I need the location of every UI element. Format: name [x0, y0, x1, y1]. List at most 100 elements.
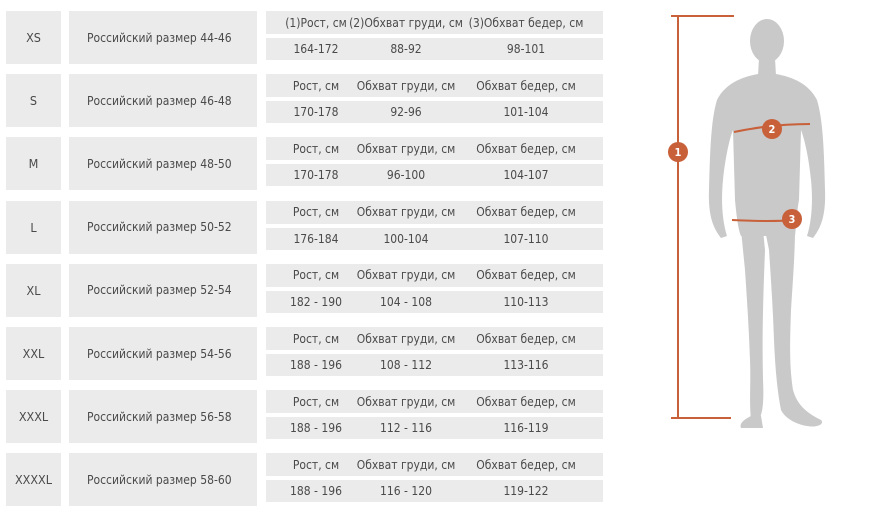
measure-value-strip: 164-172 88-92 98-101: [266, 38, 603, 60]
hip-header: Обхват бедер, см: [476, 268, 576, 283]
russian-size-cell: Российский размер 56-58: [69, 390, 257, 444]
chest-header: Обхват груди, см: [356, 331, 456, 346]
size-label: M: [6, 137, 61, 191]
hip-value: 119-122: [503, 484, 549, 499]
measure-value-strip: 188 - 196 108 - 112 113-116: [266, 354, 603, 376]
chest-value: 112 - 116: [380, 421, 432, 436]
size-row: S Российский размер 46-48 Рост, см Обхват г…: [0, 74, 610, 128]
measure-header-strip: Рост, см Обхват груди, см Обхват бедер, см: [266, 390, 603, 414]
height-header: Рост, см: [292, 268, 340, 283]
hip-header: Обхват бедер, см: [476, 394, 576, 409]
measure-header-strip: Рост, см Обхват груди, см Обхват бедер, см: [266, 453, 603, 477]
chest-value: 108 - 112: [380, 358, 432, 372]
body-silhouette-illustration: 1 2 3: [668, 15, 826, 428]
height-header: Рост, см: [292, 331, 340, 346]
russian-size-cell: Российский размер 46-48: [69, 74, 257, 128]
height-measure-line: [671, 15, 734, 419]
measure-value-strip: 170-178 92-96 101-104: [266, 101, 603, 124]
size-label: XL: [6, 263, 61, 317]
chest-header: (2)Обхват груди, см: [349, 15, 463, 30]
russian-size-cell: Российский размер 54-56: [69, 327, 257, 380]
height-value: 164-172: [293, 42, 339, 56]
russian-size-cell: Российский размер 48-50: [69, 137, 257, 191]
size-row: XXXXL Российский размер 58-60 Рост, см Обхв…: [0, 453, 610, 507]
height-header: Рост, см: [292, 78, 340, 93]
hip-value: 104-107: [503, 168, 549, 183]
hip-value: 101-104: [503, 105, 549, 120]
russian-size-label: Российский размер 46-48: [87, 93, 232, 108]
marker-2-icon: 2: [762, 119, 782, 139]
chest-value: 116 - 120: [380, 484, 432, 499]
hip-value: 113-116: [503, 358, 549, 372]
size-label: XXL: [6, 327, 61, 380]
hip-value: 116-119: [503, 421, 549, 436]
height-header: Рост, см: [292, 394, 340, 409]
height-value: 182 - 190: [290, 294, 342, 309]
height-header: Рост, см: [292, 141, 340, 156]
hip-value: 98-101: [506, 42, 546, 56]
hip-header: Обхват бедер, см: [476, 457, 576, 472]
hip-value: 110-113: [503, 294, 549, 309]
hip-header: Обхват бедер, см: [476, 78, 576, 93]
measure-header-strip: Рост, см Обхват груди, см Обхват бедер, см: [266, 263, 603, 287]
chest-value: 96-100: [386, 168, 426, 183]
height-value: 188 - 196: [290, 421, 342, 436]
size-label: S: [6, 74, 61, 128]
russian-size-label: Российский размер 50-52: [87, 220, 232, 235]
measure-header-strip: (1)Рост, см(2)Обхват груди, см (3)Обхват …: [266, 11, 603, 34]
size-row: XXL Российский размер 54-56 Рост, см Обхват…: [0, 327, 610, 380]
chest-value: 92-96: [390, 105, 422, 120]
height-header: (1)Рост, см: [285, 15, 347, 30]
russian-size-cell: Российский размер 50-52: [69, 200, 257, 254]
russian-size-cell: Российский размер 44-46: [69, 11, 257, 64]
measure-value-strip: 188 - 196 116 - 120 119-122: [266, 480, 603, 503]
russian-size-cell: Российский размер 58-60: [69, 453, 257, 507]
chest-value: 100-104: [383, 231, 429, 246]
height-value: 176-184: [293, 231, 339, 246]
measure-value-strip: 188 - 196 112 - 116 116-119: [266, 417, 603, 440]
size-label: L: [6, 200, 61, 254]
measure-value-strip: 176-184 100-104 107-110: [266, 227, 603, 250]
human-silhouette: [708, 19, 826, 428]
russian-size-label: Российский размер 52-54: [87, 283, 232, 298]
chest-value: 88-92: [390, 42, 422, 56]
chest-header: Обхват груди, см: [356, 457, 456, 472]
size-label: XS: [6, 11, 61, 64]
measure-value-strip: 182 - 190 104 - 108 110-113: [266, 290, 603, 313]
height-header: Рост, см: [292, 205, 340, 220]
marker-3-icon: 3: [782, 209, 802, 229]
russian-size-label: Российский размер 54-56: [87, 346, 232, 361]
russian-size-cell: Российский размер 52-54: [69, 263, 257, 317]
size-row: XL Российский размер 52-54 Рост, см Обхват …: [0, 263, 610, 317]
measure-header-strip: Рост, см Обхват груди, см Обхват бедер, см: [266, 74, 603, 98]
chest-header: Обхват груди, см: [356, 268, 456, 283]
height-value: 188 - 196: [290, 358, 342, 372]
marker-1-label: 1: [675, 146, 682, 159]
marker-2-label: 2: [769, 123, 776, 136]
chest-value: 104 - 108: [380, 294, 432, 309]
hip-header: (3)Обхват бедер, см: [468, 15, 584, 30]
marker-3-label: 3: [789, 213, 796, 226]
hip-header: Обхват бедер, см: [476, 205, 576, 220]
height-header: Рост, см: [292, 457, 340, 472]
hip-value: 107-110: [503, 231, 549, 246]
body-measurement-figure: 1 2 3: [655, 0, 871, 513]
russian-size-label: Российский размер 58-60: [87, 472, 232, 487]
chest-header: Обхват груди, см: [356, 394, 456, 409]
size-label: XXXXL: [6, 453, 61, 507]
marker-1-icon: 1: [668, 142, 688, 162]
height-value: 170-178: [293, 105, 339, 120]
height-value: 188 - 196: [290, 484, 342, 499]
russian-size-label: Российский размер 56-58: [87, 409, 232, 424]
chest-header: Обхват груди, см: [356, 78, 456, 93]
russian-size-label: Российский размер 48-50: [87, 156, 232, 171]
size-label: XXXL: [6, 390, 61, 444]
